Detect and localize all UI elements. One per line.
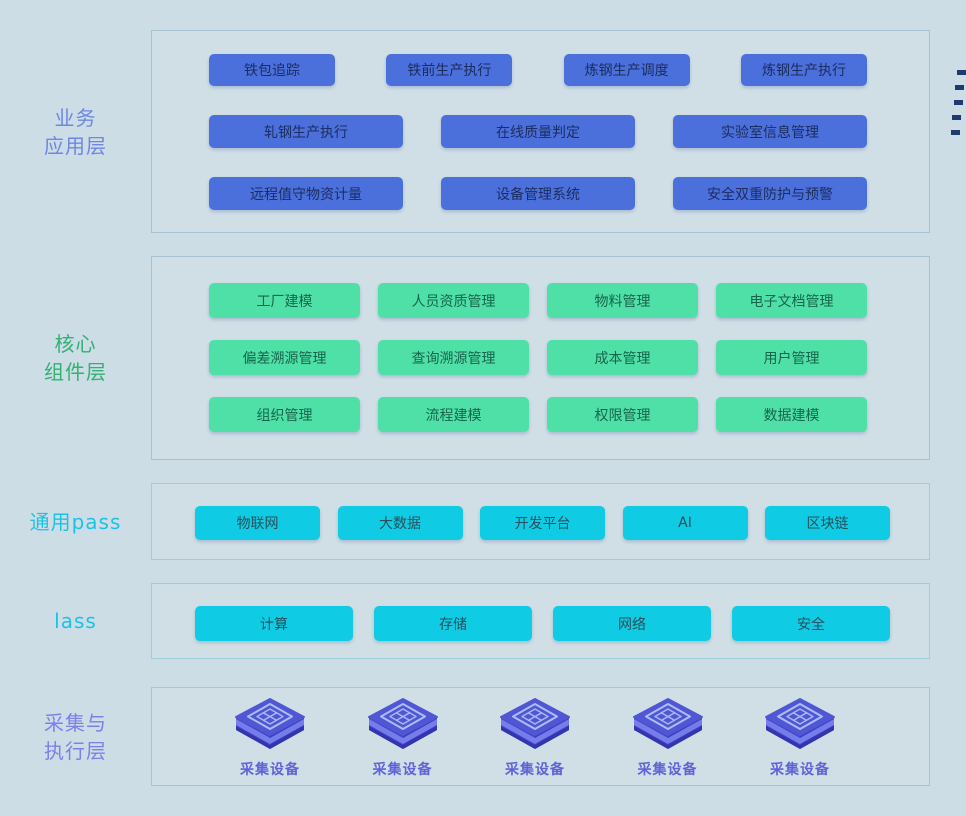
paas-button[interactable]: 大数据 — [337, 506, 463, 540]
business-app-button-row: 轧钢生产执行 在线质量判定 实验室信息管理 — [152, 115, 929, 148]
core-component-label-line: 组件层 — [44, 360, 107, 384]
business-app-button[interactable]: 铁包追踪 — [209, 54, 335, 86]
business-app-button[interactable]: 铁前生产执行 — [386, 54, 513, 86]
edge-dash — [952, 115, 961, 120]
business-app-label-line: 业务 — [54, 105, 97, 130]
device-label-line: 采集与 — [44, 710, 107, 735]
paas-layer-box: 物联网大数据开发平台 AI 区块链 — [151, 483, 930, 560]
business-app-button[interactable]: 远程值守物资计量 — [209, 177, 403, 210]
edge-dash — [955, 85, 964, 90]
core-component-button[interactable]: 权限管理 — [547, 397, 698, 432]
device-item-label: 采集设备 — [240, 762, 300, 778]
paas-button[interactable]: AI — [622, 506, 748, 540]
core-component-button-row: 偏差溯源管理查询溯源管理成本管理用户管理 — [152, 340, 929, 375]
edge-dash — [951, 130, 960, 135]
core-component-layer-box: 工厂建模人员资质管理物料管理电子文档管理偏差溯源管理查询溯源管理成本管理用户管理… — [151, 256, 930, 460]
device-item: 采集设备 — [223, 696, 317, 779]
iaas-layer-title: lass — [0, 583, 151, 659]
core-component-button[interactable]: 工厂建模 — [209, 283, 360, 318]
business-app-layer: 业务应用层 铁包追踪 铁前生产执行 炼钢生产调度 炼钢生产执行轧钢生产执行 在线质量判定… — [0, 30, 966, 233]
core-component-button[interactable]: 成本管理 — [547, 340, 698, 375]
core-component-button[interactable]: 电子文档管理 — [716, 283, 867, 318]
iaas-layer: lass 计算存储网络安全 — [0, 583, 966, 659]
core-component-label-line: 核心 — [54, 332, 97, 356]
core-component-layer: 核心组件层 工厂建模人员资质管理物料管理电子文档管理偏差溯源管理查询溯源管理成本… — [0, 256, 966, 460]
iaas-button-row: 计算存储网络安全 — [152, 606, 929, 641]
paas-button[interactable]: 区块链 — [765, 506, 890, 540]
core-component-layer-title: 核心组件层 — [0, 256, 151, 460]
business-app-button[interactable]: 设备管理系统 — [441, 177, 635, 210]
device-item: 采集设备 — [753, 696, 847, 779]
paas-layer: 通用pass 物联网大数据开发平台 AI 区块链 — [0, 483, 966, 560]
device-row: 采集设备 采集设备 采集设备 采集设备 采集设备 — [152, 688, 929, 779]
business-app-button[interactable]: 安全双重防护与预警 — [673, 177, 867, 210]
business-app-layer-box: 铁包追踪 铁前生产执行 炼钢生产调度 炼钢生产执行轧钢生产执行 在线质量判定 实验室信息管… — [151, 30, 930, 233]
core-component-button[interactable]: 物料管理 — [547, 283, 698, 318]
device-cube-icon — [367, 698, 438, 749]
core-component-button[interactable]: 人员资质管理 — [378, 283, 529, 318]
device-item: 采集设备 — [356, 696, 450, 779]
business-app-button[interactable]: 炼钢生产执行 — [740, 54, 867, 86]
device-item-label: 采集设备 — [637, 762, 698, 778]
iaas-label-line: lass — [54, 609, 97, 633]
device-item: 采集设备 — [621, 696, 715, 779]
iaas-button[interactable]: 网络 — [553, 606, 711, 641]
business-app-button[interactable]: 轧钢生产执行 — [209, 115, 403, 148]
business-app-button[interactable]: 在线质量判定 — [441, 115, 635, 148]
iaas-layer-box: 计算存储网络安全 — [151, 583, 930, 659]
core-component-button[interactable]: 数据建模 — [716, 397, 867, 432]
device-layer-title: 采集与执行层 — [0, 687, 151, 786]
business-app-button-row: 远程值守物资计量 设备管理系统 安全双重防护与预警 — [152, 177, 929, 210]
device-cube-icon — [632, 698, 703, 749]
edge-dash — [957, 70, 966, 75]
paas-button[interactable]: 开发平台 — [480, 506, 605, 540]
business-app-button[interactable]: 炼钢生产调度 — [563, 54, 690, 86]
paas-label-line: 通用pass — [29, 509, 122, 534]
iaas-button[interactable]: 存储 — [374, 606, 532, 641]
device-item: 采集设备 — [488, 696, 582, 779]
device-cube-icon — [765, 698, 835, 749]
device-item-label: 采集设备 — [770, 762, 830, 778]
core-component-button[interactable]: 组织管理 — [209, 397, 360, 432]
device-item-label: 采集设备 — [505, 762, 565, 778]
device-cube-icon — [500, 698, 570, 749]
device-layer: 采集与执行层 采集设备 采集设备 采集设备 采集设备 采集设备 — [0, 687, 966, 786]
business-app-button-row: 铁包追踪 铁前生产执行 炼钢生产调度 炼钢生产执行 — [152, 54, 929, 86]
iaas-button[interactable]: 计算 — [195, 606, 353, 641]
core-component-button[interactable]: 用户管理 — [716, 340, 867, 375]
edge-dash — [954, 100, 963, 105]
device-layer-box: 采集设备 采集设备 采集设备 采集设备 采集设备 — [151, 687, 930, 786]
core-component-button-row: 组织管理流程建模权限管理数据建模 — [152, 397, 929, 432]
core-component-button[interactable]: 偏差溯源管理 — [209, 340, 360, 375]
device-cube-icon — [235, 698, 305, 749]
paas-layer-title: 通用pass — [0, 483, 151, 560]
business-app-label-line: 应用层 — [44, 133, 107, 158]
paas-button[interactable]: 物联网 — [195, 506, 320, 540]
core-component-button[interactable]: 流程建模 — [378, 397, 529, 432]
core-component-button[interactable]: 查询溯源管理 — [378, 340, 529, 375]
business-app-layer-title: 业务应用层 — [0, 30, 151, 233]
iaas-button[interactable]: 安全 — [732, 606, 890, 641]
device-item-label: 采集设备 — [372, 762, 433, 778]
device-label-line: 执行层 — [44, 738, 107, 763]
paas-button-row: 物联网大数据开发平台 AI 区块链 — [152, 506, 929, 540]
core-component-button-row: 工厂建模人员资质管理物料管理电子文档管理 — [152, 283, 929, 318]
business-app-button[interactable]: 实验室信息管理 — [673, 115, 867, 148]
